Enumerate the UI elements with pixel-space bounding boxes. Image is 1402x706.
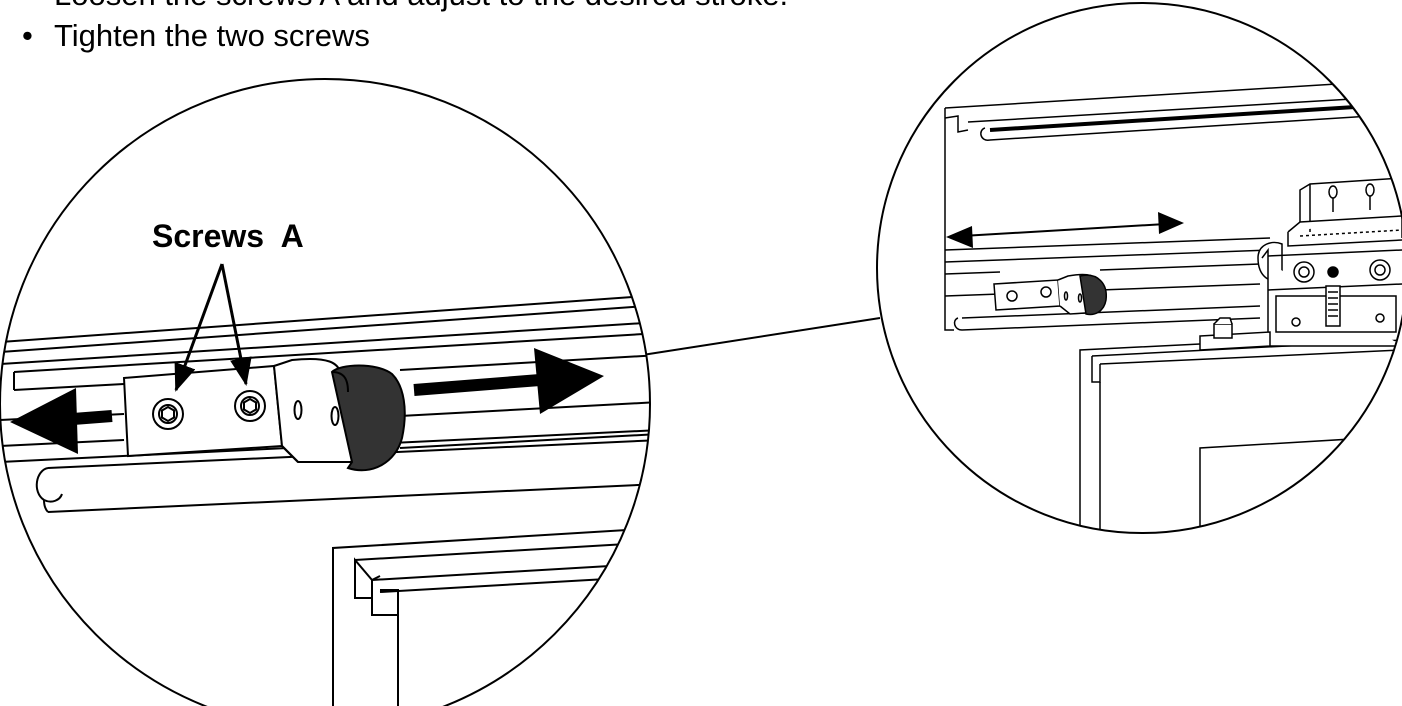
detail-view-enlarged: Screws A [0,78,651,706]
callout-connector-line [635,317,881,357]
rail-profile [0,294,650,513]
instruction-list: Loosen the screws A and adjust to the de… [22,0,788,56]
instruction-step-1: Loosen the screws A and adjust to the de… [22,0,788,15]
carriage-assembly [1199,177,1402,351]
adjust-arrow-left [10,388,113,454]
screws-callout-lines [174,263,252,392]
stroke-arrow [946,212,1184,248]
screw-a-left [152,398,184,430]
screw-a-right [234,390,266,422]
rubber-stopper [330,364,406,472]
stop-bracket [122,358,354,463]
track-profile [944,79,1402,331]
stop-bracket-overview [993,273,1107,316]
instruction-step-2: Tighten the two screws [22,15,788,56]
door-panel [332,527,650,706]
overview-view [876,2,1402,534]
bracket-slot [330,406,340,426]
screws-a-label: Screws A [152,218,304,254]
bracket-slot [293,400,303,420]
adjust-arrow-right [413,348,604,414]
